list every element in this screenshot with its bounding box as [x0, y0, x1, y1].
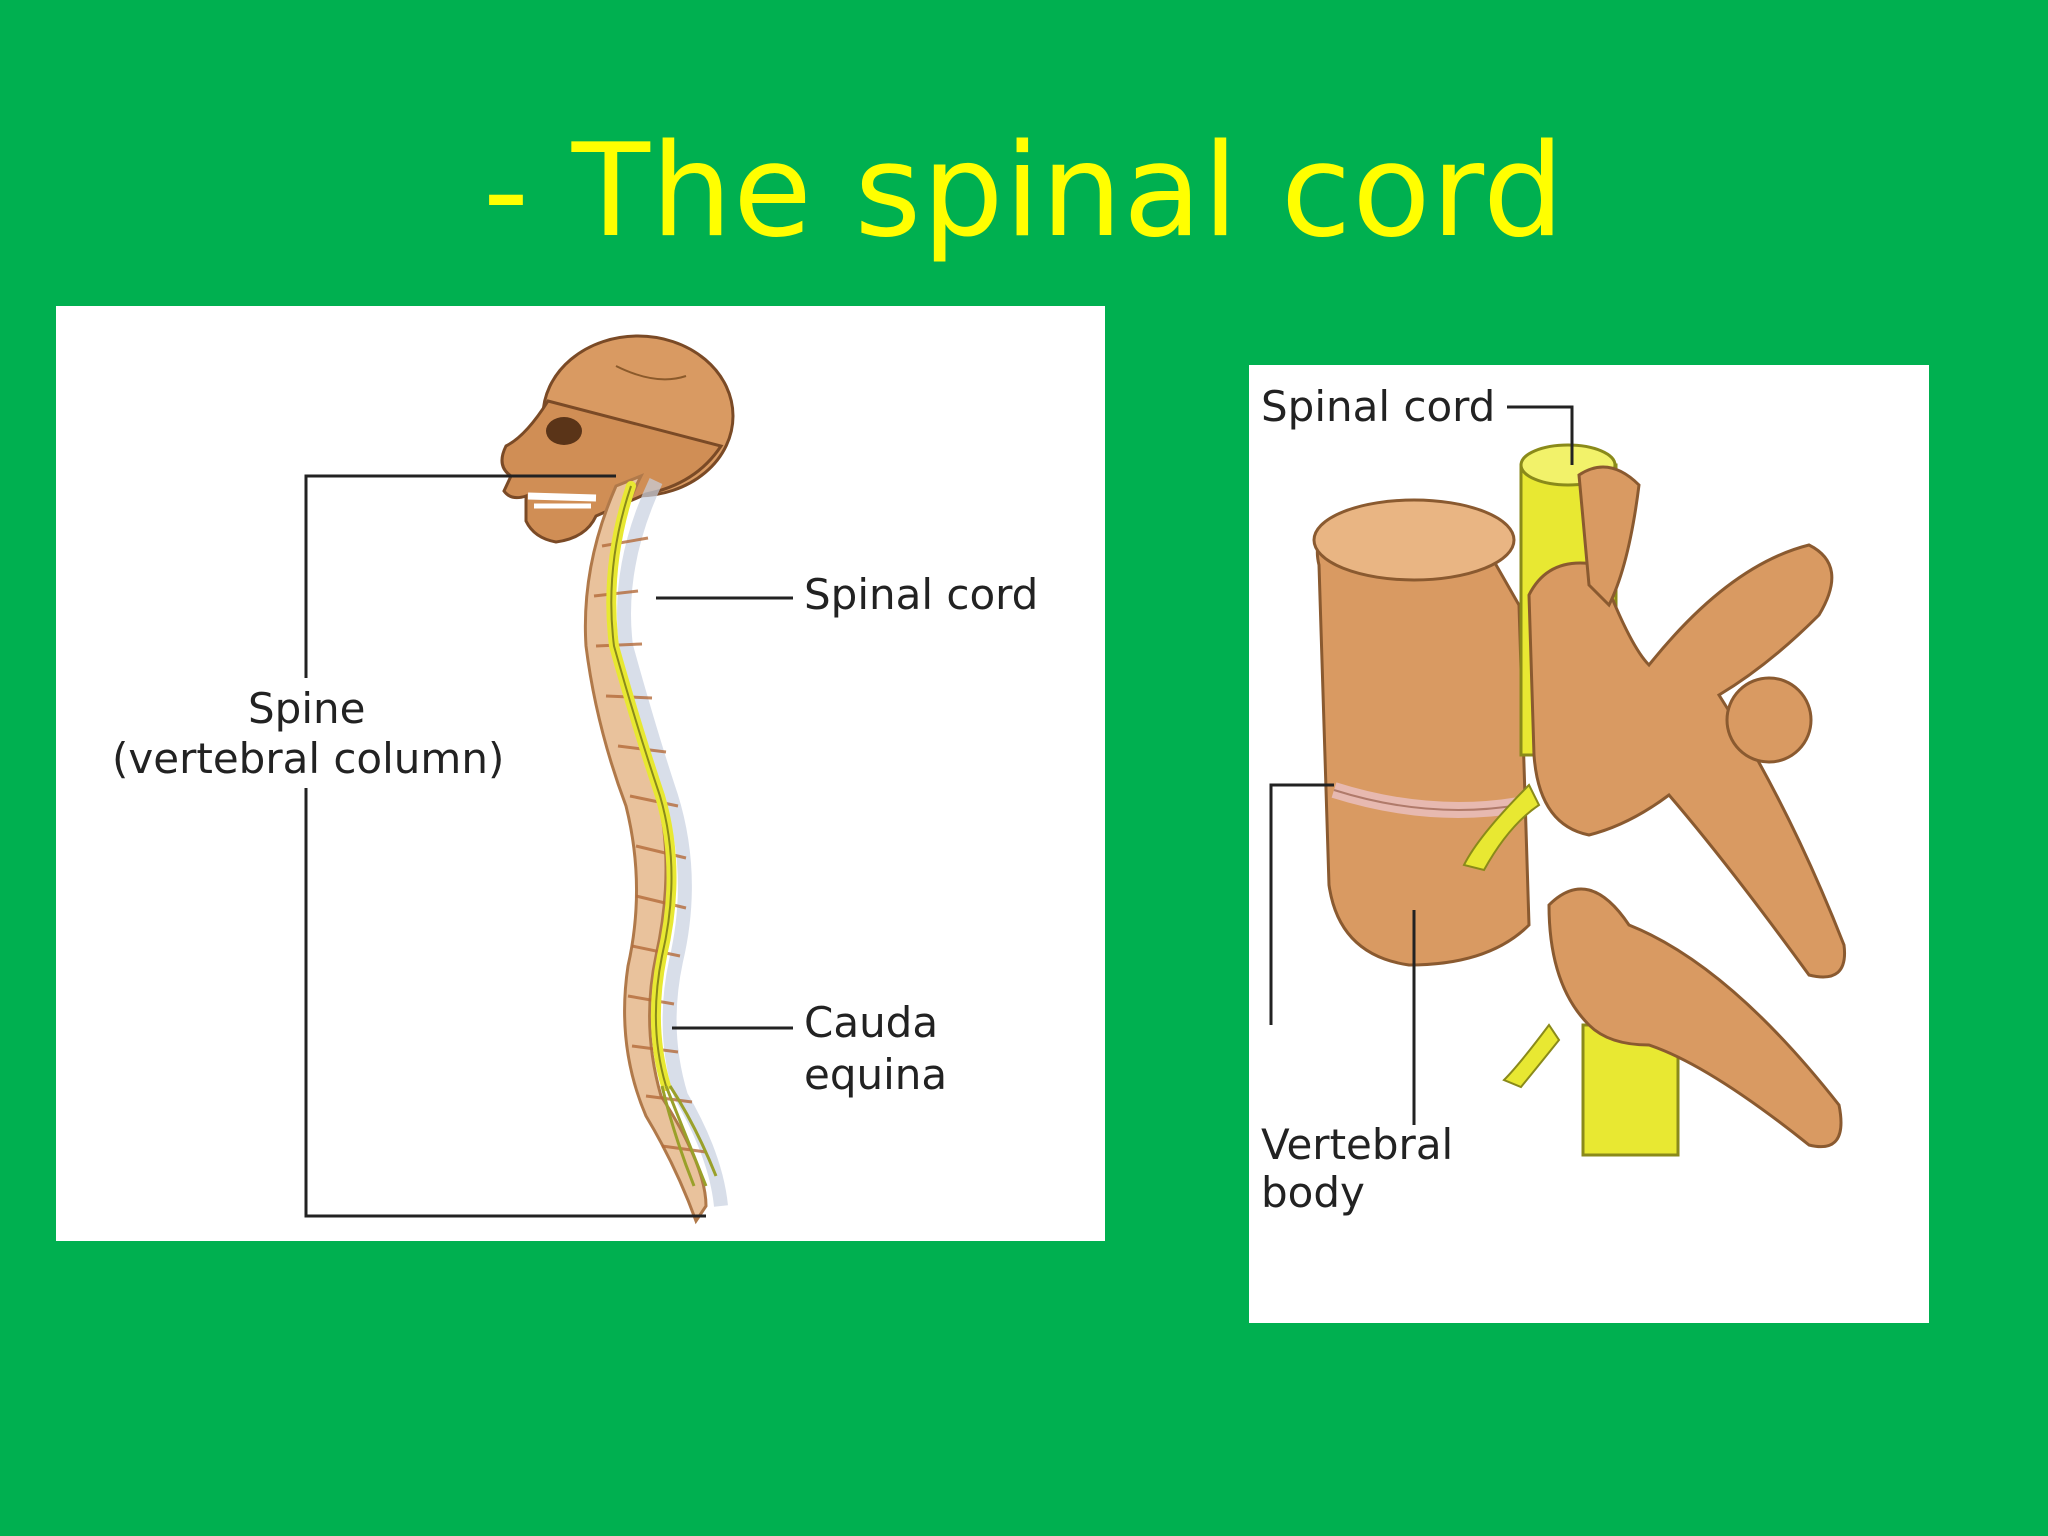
vertebral-body	[1312, 498, 1531, 967]
nerve-roots	[1462, 783, 1561, 1089]
label-spinal-cord-right: Spinal cord	[1261, 382, 1496, 431]
vertebral-processes	[1527, 465, 1847, 1148]
label-body: body	[1261, 1168, 1365, 1217]
label-spine-sub: (vertebral column)	[112, 734, 505, 783]
leader-lines	[1269, 405, 1574, 1125]
cauda-equina	[660, 1085, 718, 1187]
leader-lines	[304, 474, 793, 1218]
label-equina: equina	[804, 1050, 948, 1099]
spine-illustration	[186, 334, 793, 1225]
label-cauda: Cauda	[804, 998, 939, 1047]
label-vertebral: Vertebral	[1261, 1120, 1454, 1169]
label-spinal-cord: Spinal cord	[804, 570, 1039, 619]
label-spine: Spine	[248, 684, 366, 733]
vertebra-illustration	[1269, 405, 1847, 1157]
vertebra-diagram-panel: Spinal cord Vertebral body	[1249, 365, 1929, 1323]
slide-title: - The spinal cord	[482, 117, 1566, 266]
spine-diagram-panel: Spinal cord Spine (vertebral column) Cau…	[56, 306, 1105, 1241]
